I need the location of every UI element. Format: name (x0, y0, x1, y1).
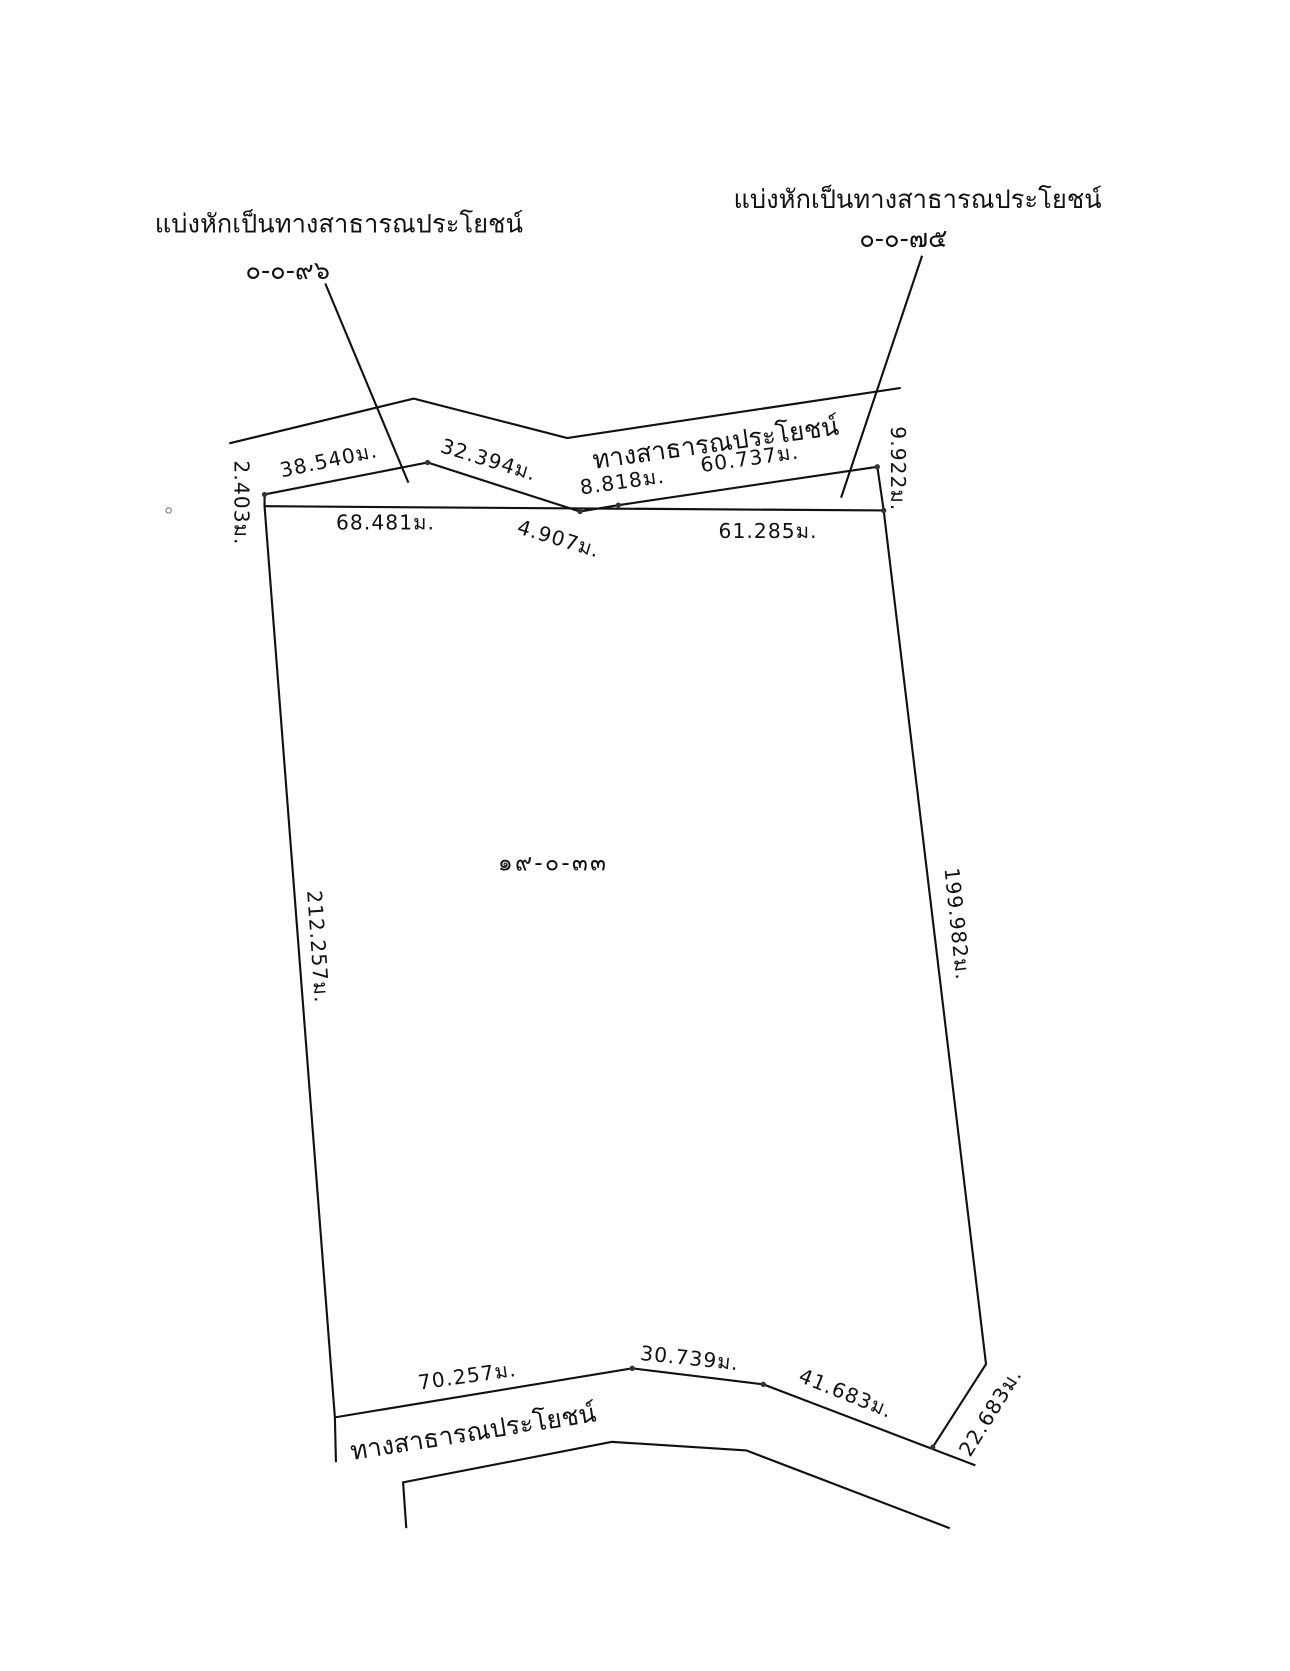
dim-inner-top-mid: 4.907ม. (515, 515, 603, 563)
left-side-extension (333, 1417, 338, 1463)
bottom-road-outer-edge (401, 1440, 951, 1530)
dim-left-side: 212.257ม. (302, 890, 334, 1004)
dim-top-left-edge: 2.403ม. (230, 460, 254, 545)
top-road-outer-edge (229, 386, 901, 445)
vertex-point (760, 1381, 766, 1387)
dim-top-right-edge: 9.922ม. (886, 426, 910, 511)
dim-inner-top-left: 68.481ม. (336, 511, 435, 535)
dim-top-strip-3: 8.818ม. (578, 464, 666, 500)
vertex-point (261, 491, 268, 498)
dim-bottom-right-corner: 22.683ม. (954, 1364, 1027, 1461)
vertex-point (874, 464, 880, 470)
left-deduction-title: แบ่งหักเป็นทางสาธารณประโยชน์ (155, 207, 524, 239)
vertex-point (881, 507, 887, 514)
right-boundary (876, 466, 988, 1448)
dim-top-strip-2: 32.394ม. (438, 434, 540, 486)
left-deduction-leader (324, 283, 410, 484)
vertex-point (930, 1444, 936, 1450)
inner-top-line (264, 505, 884, 512)
dim-bottom-3: 41.683ม. (796, 1364, 897, 1423)
vertex-point (577, 508, 583, 515)
left-deduction-area: ๐-๐-๙๖ (245, 256, 330, 286)
main-parcel-area: ๑๙-๐-๓๓ (498, 849, 608, 877)
dim-right-side: 199.982ม. (939, 867, 975, 982)
vertex-point (629, 1365, 635, 1372)
dim-inner-top-right: 61.285ม. (719, 519, 818, 543)
right-deduction-title: แบ่งหักเป็นทางสาธารณประโยชน์ (733, 183, 1102, 215)
vertex-point (424, 459, 431, 466)
right-deduction-leader (840, 255, 924, 499)
stray-point (165, 507, 172, 514)
right-deduction-area: ๐-๐-๗๕ (859, 224, 947, 254)
top-deduction-strip-boundary (264, 461, 878, 513)
vertex-point (615, 502, 622, 508)
bottom-parcel-edge (334, 1367, 976, 1467)
